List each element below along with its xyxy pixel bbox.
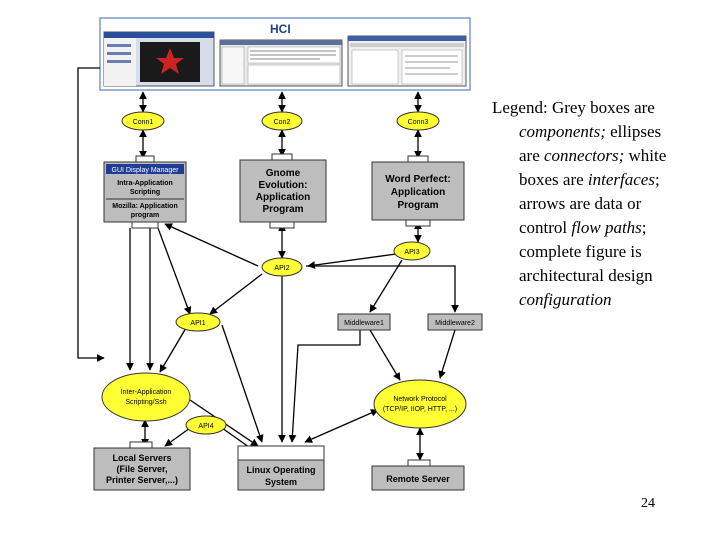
gnome-line4: Program [262, 204, 303, 215]
inter-app-line2: Scripting/Ssh [125, 399, 166, 406]
middleware2-label: Middleware2 [435, 320, 475, 327]
wp-line3: Program [397, 200, 438, 211]
local-servers-line3: Printer Server,...) [106, 475, 178, 485]
gui-header-text: GUI Display Manager [112, 167, 180, 174]
gnome-line3: Application [256, 192, 310, 203]
gnome-line2: Evolution: [259, 180, 308, 191]
component-middleware2: Middleware2 [427, 313, 483, 331]
linux-line2: System [265, 477, 297, 487]
component-gui-display-manager: GUI Display Manager Intra-Application Sc… [103, 155, 187, 229]
inter-app-line1: Inter-Application [121, 389, 172, 396]
legend-line9: configuration [519, 290, 612, 309]
connector-conn2: Con2 [261, 111, 303, 131]
api2-label: API2 [274, 265, 289, 272]
page-number: 24 [641, 496, 655, 511]
remote-server-label: Remote Server [386, 474, 450, 484]
connector-inter-application: Inter-Application Scripting/Ssh [101, 372, 191, 422]
local-servers-line2: (File Server, [116, 464, 167, 474]
wp-line1: Word Perfect: [385, 174, 450, 185]
connector-api3: API3 [393, 241, 431, 261]
connector-api2: API2 [261, 257, 303, 277]
api3-label: API3 [404, 249, 419, 256]
legend-line1: Legend: Grey boxes are [492, 98, 655, 117]
gui-line1: Intra-Application [117, 180, 173, 187]
legend-line8: architectural design [519, 266, 653, 285]
gnome-line1: Gnome [266, 168, 301, 179]
local-servers-line1: Local Servers [112, 453, 171, 463]
gui-line2: Scripting [130, 189, 160, 196]
network-line2: (TCP/IP, IIOP, HTTP, ...) [383, 406, 457, 413]
api1-label: API1 [190, 320, 205, 327]
legend-line5: arrows are data or [519, 194, 642, 213]
legend-line7: complete figure is [519, 242, 642, 261]
component-middleware1: Middleware1 [337, 313, 391, 331]
conn1-label: Conn1 [133, 119, 154, 126]
screenshot-mail-thumbnail [219, 39, 343, 87]
wp-line2: Application [391, 187, 445, 198]
connector-conn1: Conn1 [121, 111, 165, 131]
component-word-perfect: Word Perfect: Application Program [371, 155, 465, 227]
api4-label: API4 [198, 423, 213, 430]
hci-panel [99, 17, 471, 91]
gui-line4: program [131, 212, 159, 219]
screenshot-word-processor-thumbnail [347, 35, 467, 87]
network-line1: Network Protocol [393, 396, 447, 403]
legend-line6: control flow paths; [519, 218, 647, 237]
legend: Legend: Grey boxes are components; ellip… [492, 96, 704, 312]
linux-line1: Linux Operating [246, 465, 315, 475]
connector-network-protocol: Network Protocol (TCP/IP, IIOP, HTTP, ..… [373, 379, 467, 429]
legend-line2: components; ellipses [519, 122, 662, 141]
component-gnome-evolution: Gnome Evolution: Application Program [239, 153, 327, 229]
flow-paths [77, 67, 459, 461]
component-remote-server: Remote Server [371, 459, 465, 491]
legend-line3: are connectors; white [519, 146, 667, 165]
screenshot-browser-thumbnail [103, 31, 215, 87]
connector-api1: API1 [175, 312, 221, 332]
hci-title: HCI [270, 22, 291, 36]
component-local-servers: Local Servers (File Server, Printer Serv… [93, 441, 191, 491]
connector-conn3: Conn3 [396, 111, 440, 131]
component-linux-os: Linux Operating System [237, 445, 325, 491]
connector-api4: API4 [185, 415, 227, 435]
conn3-label: Conn3 [408, 119, 429, 126]
legend-line4: boxes are interfaces; [519, 170, 660, 189]
gui-line3: Mozilla: Application [112, 203, 177, 210]
conn2-label: Con2 [274, 119, 291, 126]
middleware1-label: Middleware1 [344, 320, 384, 327]
